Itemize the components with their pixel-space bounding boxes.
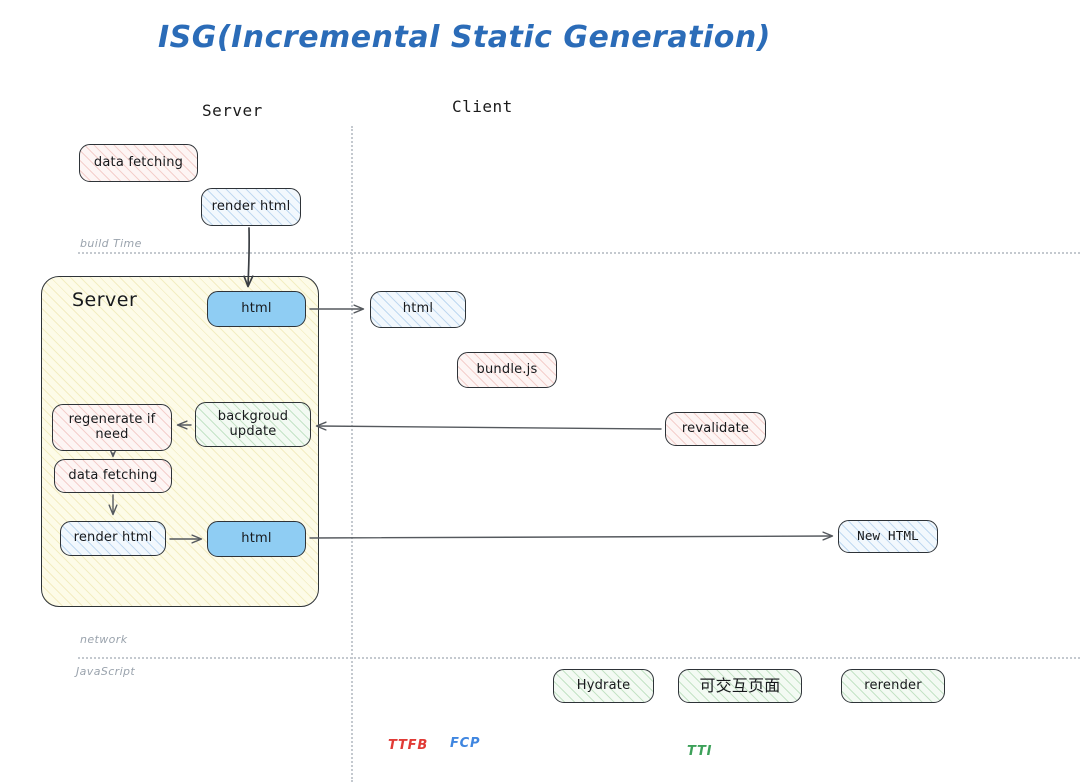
node-html-client[interactable]: html	[370, 291, 466, 328]
metric-label-tti: TTI	[687, 744, 713, 759]
node-data-fetching-server[interactable]: data fetching	[54, 459, 172, 493]
javascript-separator	[78, 657, 1080, 659]
build-time-separator	[78, 252, 1080, 254]
server-client-divider	[351, 126, 353, 782]
phase-label-build-time: build Time	[80, 237, 142, 250]
node-render-html-server[interactable]: render html	[60, 521, 166, 556]
lane-label-server: Server	[202, 101, 263, 120]
node-render-html-build[interactable]: render html	[201, 188, 301, 226]
node-html-server-regenerated[interactable]: html	[207, 521, 306, 557]
phase-label-javascript: JavaScript	[76, 665, 136, 678]
page-title: ISG(Incremental Static Generation)	[158, 20, 771, 55]
node-hydrate[interactable]: Hydrate	[553, 669, 654, 703]
node-revalidate[interactable]: revalidate	[665, 412, 766, 446]
phase-label-network: network	[80, 633, 128, 646]
node-html-server-initial[interactable]: html	[207, 291, 306, 327]
node-data-fetching-build[interactable]: data fetching	[79, 144, 198, 182]
node-bundle-js[interactable]: bundle.js	[457, 352, 557, 388]
lane-label-client: Client	[452, 97, 513, 116]
node-new-html[interactable]: New HTML	[838, 520, 938, 553]
node-regenerate-if-need[interactable]: regenerate if need	[52, 404, 172, 451]
node-rerender[interactable]: rerender	[841, 669, 945, 703]
server-container-label: Server	[72, 289, 138, 311]
node-interactive-page[interactable]: 可交互页面	[678, 669, 802, 703]
node-background-update[interactable]: backgroud update	[195, 402, 311, 447]
metric-label-ttfb: TTFB	[388, 738, 429, 753]
metric-label-fcp: FCP	[450, 736, 481, 751]
